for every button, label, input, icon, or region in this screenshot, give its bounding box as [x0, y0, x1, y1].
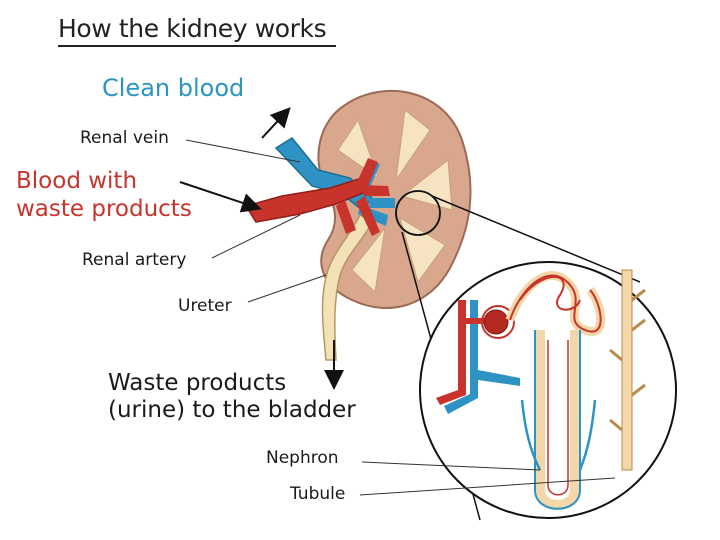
clean-blood-arrow — [261, 107, 291, 139]
nephron-leader — [361, 461, 541, 471]
title-underline — [58, 45, 336, 47]
nephron-label: Nephron — [266, 448, 339, 468]
blood-with-waste-line2: waste products — [16, 196, 192, 222]
waste-to-bladder-label: Waste products (urine) to the bladder — [108, 370, 356, 424]
zoom-source-circle — [395, 190, 441, 236]
nephron-detail — [436, 269, 646, 510]
waste-to-bladder-line2: (urine) to the bladder — [108, 397, 356, 423]
renal-vein-label: Renal vein — [80, 128, 169, 148]
waste-to-bladder-line1: Waste products — [108, 370, 287, 396]
diagram-title: How the kidney works — [58, 14, 327, 43]
blood-with-waste-line1: Blood with — [16, 168, 138, 194]
ureter-label: Ureter — [178, 296, 232, 316]
renal-artery — [244, 158, 390, 236]
renal-artery-label: Renal artery — [82, 250, 187, 270]
tubule-label: Tubule — [290, 484, 346, 504]
blood-with-waste-label: Blood with waste products — [16, 167, 192, 223]
tubule-leader — [359, 477, 616, 496]
blood-with-waste-arrow — [179, 181, 262, 213]
renal-vein-leader — [185, 139, 301, 163]
clean-blood-label: Clean blood — [102, 74, 245, 102]
ureter-leader — [247, 274, 327, 303]
renal-artery-leader — [211, 214, 301, 259]
zoom-line-top — [431, 195, 641, 283]
